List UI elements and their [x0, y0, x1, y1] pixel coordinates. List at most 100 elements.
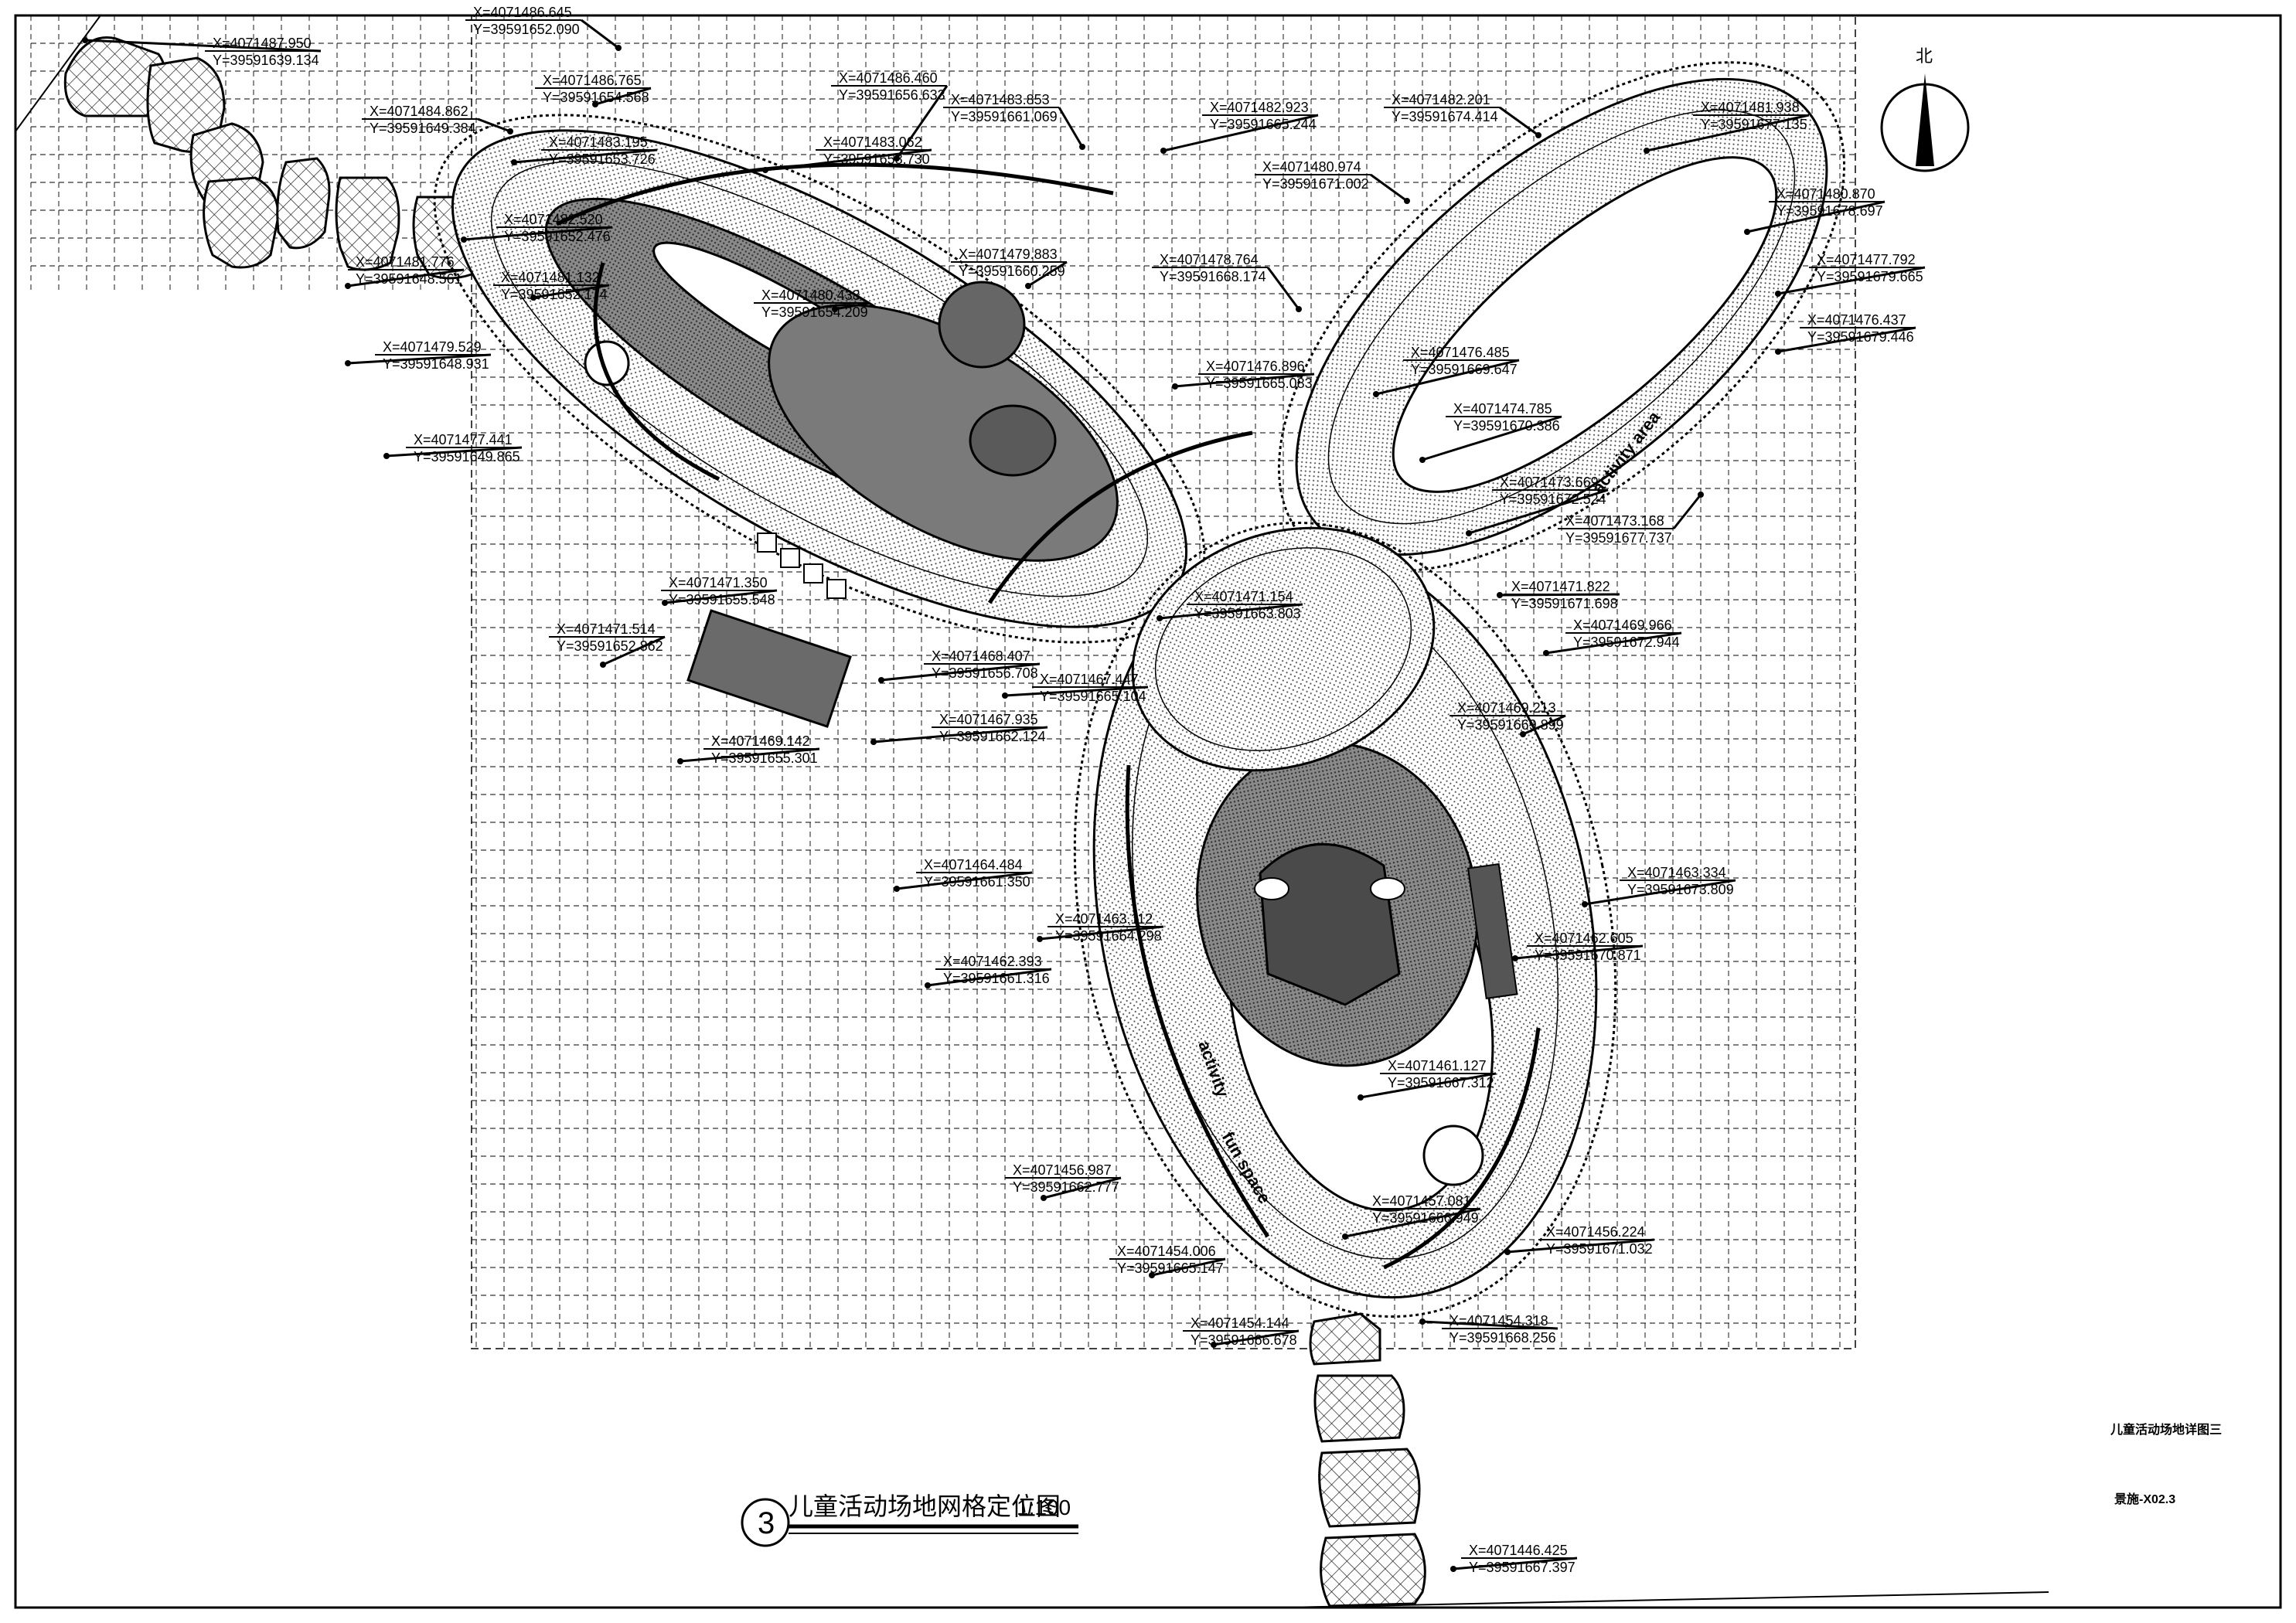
coordinate-x: X=4071474.785 [1453, 401, 1552, 417]
coordinate-x: X=4071469.142 [711, 733, 810, 749]
central-circle-area [1131, 526, 1436, 772]
coordinate-y: Y=39591677.737 [1565, 530, 1672, 546]
coordinate-x: X=4071480.974 [1262, 159, 1361, 175]
coordinate-point [925, 982, 931, 988]
sheet-info: 儿童活动场地详图三 景施-X02.3 [2110, 1422, 2222, 1506]
coordinate-x: X=4071482.923 [1210, 100, 1309, 115]
coordinate-x: X=4071454.144 [1191, 1315, 1289, 1331]
stepping-stones-lower [1309, 1312, 1426, 1608]
coordinate-y: Y=39591652.090 [473, 22, 580, 37]
coordinate-x: X=4071483.062 [823, 134, 922, 150]
coordinate-x: X=4071480.870 [1777, 186, 1875, 202]
coordinate-point [1160, 148, 1167, 154]
coordinate-x: X=4071471.154 [1194, 589, 1293, 604]
coordinate-y: Y=39591656.633 [839, 87, 945, 103]
coordinate-y: Y=39591665.244 [1210, 117, 1317, 132]
coordinate-y: Y=39591673.809 [1627, 882, 1734, 897]
north-arrow-icon [1916, 73, 1934, 166]
coordinate-y: Y=39591679.446 [1807, 329, 1914, 345]
coordinate-leader [1499, 593, 1620, 597]
coordinate-leader [1266, 267, 1300, 310]
coordinate-point [1079, 144, 1085, 150]
coordinate-x: X=4071469.213 [1457, 700, 1556, 716]
coordinate-leader [1027, 260, 1068, 288]
coordinate-x: X=4071476.437 [1807, 312, 1906, 328]
coordinate-x: X=4071463.112 [1055, 911, 1153, 927]
coordinate-y: Y=39591648.931 [383, 356, 489, 372]
coordinate-leader [1151, 1257, 1226, 1277]
coordinate-point [345, 360, 351, 366]
coordinate-leader [927, 968, 1052, 987]
coordinate-y: Y=39591652.862 [557, 638, 663, 654]
coordinate-x: X=4071473.168 [1565, 513, 1664, 529]
coordinate-point [1025, 283, 1031, 289]
coordinate-x: X=4071463.334 [1627, 865, 1726, 880]
coordinate-y: Y=39591667.397 [1469, 1560, 1576, 1575]
coordinate-point [1373, 391, 1379, 397]
coordinate-leader [1375, 359, 1520, 396]
coordinate-leader [896, 871, 1033, 890]
coordinate-leader [1672, 494, 1702, 529]
coordinate-x: X=4071479.529 [383, 339, 482, 355]
coordinate-leader [594, 87, 652, 106]
coordinate-y: Y=39591672.524 [1500, 492, 1606, 507]
coordinate-point [1582, 901, 1588, 907]
coordinate-x: X=4071454.318 [1449, 1313, 1548, 1329]
coordinate-x: X=4071478.764 [1160, 252, 1259, 267]
coordinate-y: Y=39591662.777 [1013, 1179, 1119, 1195]
coordinate-leader [1453, 1557, 1578, 1570]
coordinate-point [1037, 936, 1043, 942]
coordinate-leader [1777, 326, 1916, 353]
coordinate-x: X=4071479.883 [959, 247, 1058, 262]
coordinate-point [1296, 306, 1302, 312]
coordinate-leader [1514, 944, 1644, 960]
coordinate-point [1775, 349, 1781, 355]
coordinate-x: X=4071486.645 [473, 5, 572, 20]
upper-right-oval-area: activity area [1277, 61, 1846, 573]
coordinate-x: X=4071481.776 [356, 254, 455, 270]
coordinate-point [1041, 1195, 1047, 1201]
coordinate-leader [463, 226, 613, 241]
coordinate-leader [1058, 107, 1084, 148]
coordinate-x: X=4071456.987 [1013, 1162, 1112, 1178]
coordinate-y: Y=39591669.899 [1457, 717, 1564, 733]
coordinate-y: Y=39591649.865 [414, 449, 520, 464]
coordinate-x: X=4071467.447 [1040, 672, 1139, 687]
coordinate-point [832, 306, 838, 312]
coordinate-y: Y=39591669.647 [1411, 362, 1518, 377]
entrance-paving [686, 532, 852, 728]
coordinate-point [1644, 148, 1650, 154]
coordinate-leader [1043, 1176, 1122, 1199]
coordinate-x: X=4071468.407 [932, 648, 1030, 664]
coordinate-point [1404, 198, 1410, 204]
coordinate-x: X=4071461.127 [1388, 1058, 1487, 1073]
title-block-name: 儿童活动场地详图三 [2110, 1422, 2222, 1437]
coordinate-point [1157, 615, 1163, 621]
coordinate-x: X=4071471.514 [557, 621, 656, 637]
north-label: 北 [1916, 46, 1933, 66]
coordinate-leader [533, 284, 610, 299]
detail-number-circle [741, 1498, 790, 1547]
coordinate-leader [602, 635, 666, 666]
north-arrow: 北 [1880, 46, 1970, 172]
